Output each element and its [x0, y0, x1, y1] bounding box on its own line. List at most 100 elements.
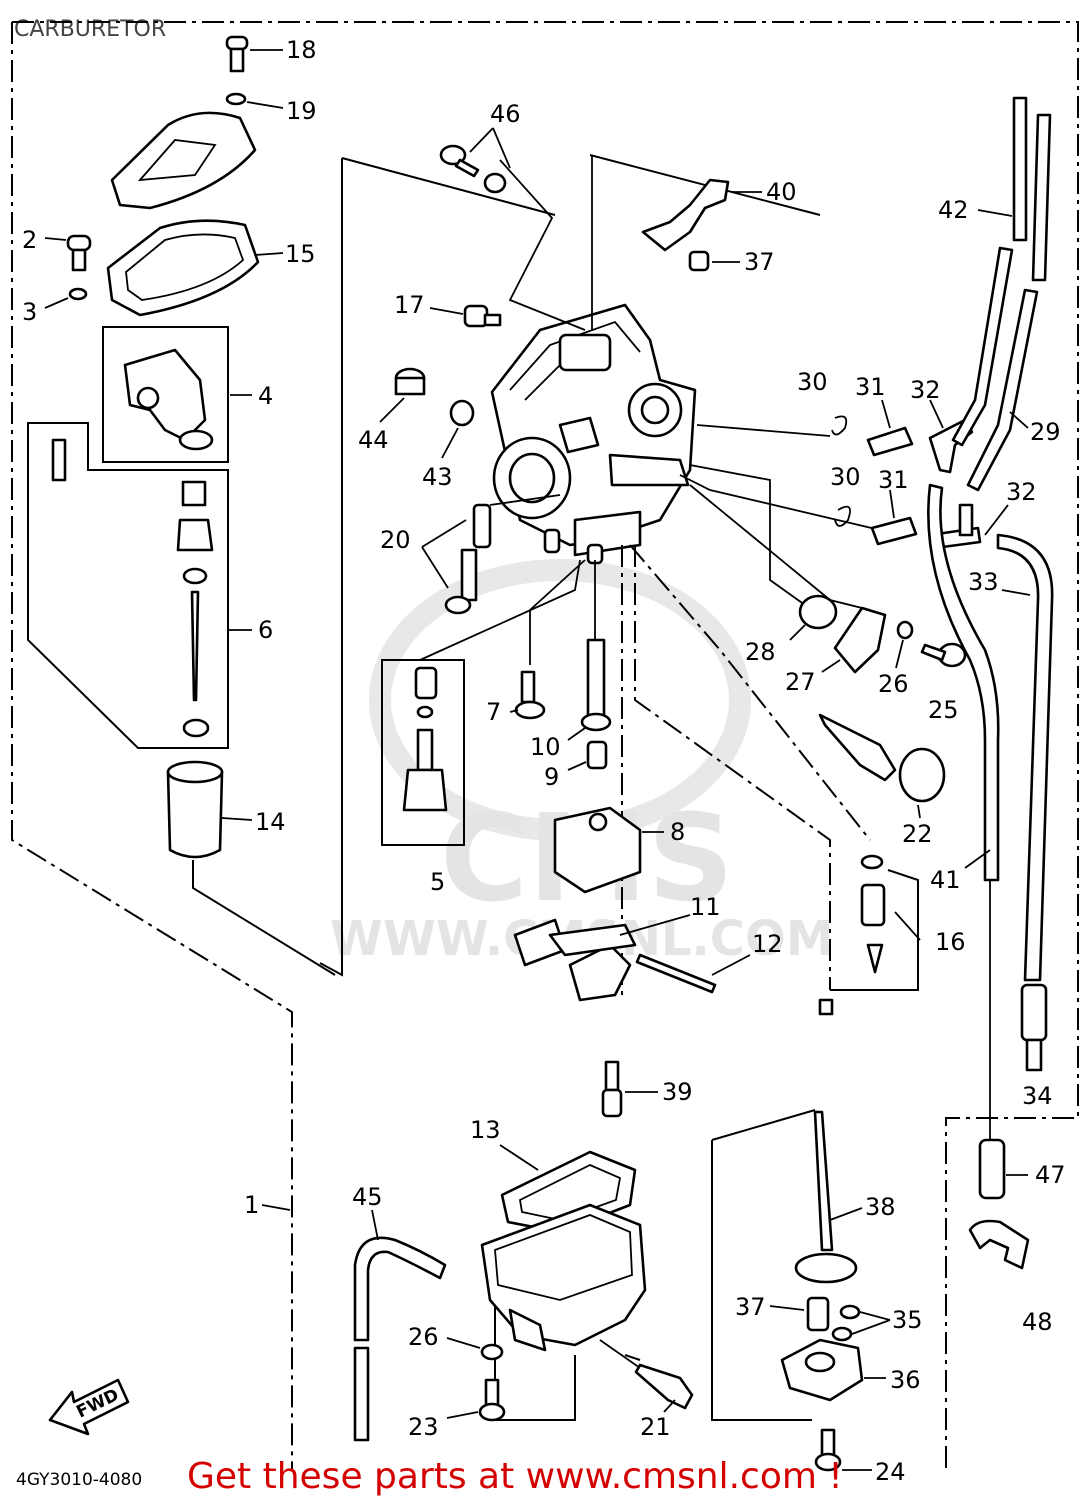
- callout-8: 8: [670, 818, 685, 846]
- part-14-throttle-valve: [166, 760, 253, 859]
- part-36-cover: [780, 1338, 886, 1402]
- part-26-washer-a: [895, 620, 914, 669]
- part-47-fitting: [978, 880, 1028, 1200]
- callout-1: 1: [244, 1191, 259, 1219]
- callout-40: 40: [766, 178, 797, 206]
- part-34-fitting: [1020, 983, 1048, 1072]
- callout-17: 17: [394, 291, 425, 319]
- callout-28: 28: [745, 638, 776, 666]
- callout-21: 21: [640, 1413, 671, 1441]
- part-28-o-ring: [789, 594, 838, 641]
- part-3-washer: [44, 287, 88, 309]
- callout-38: 38: [865, 1193, 896, 1221]
- part-17-screw: [429, 304, 502, 328]
- part-43-washer: [441, 399, 475, 459]
- part-48-clamp: [968, 1219, 1030, 1270]
- group-frame-drain: [711, 1109, 816, 1421]
- part-39-sensor: [601, 1060, 658, 1118]
- part-16-valve: [818, 854, 921, 1016]
- callout-35: 35: [892, 1306, 923, 1334]
- part-4-lever: [123, 348, 252, 451]
- callout-26-bottom: 26: [408, 1323, 439, 1351]
- callout-34: 34: [1022, 1082, 1053, 1110]
- part-45-hose: [353, 1209, 447, 1442]
- callout-20: 20: [380, 526, 411, 554]
- part-7-pilot-screw: [509, 670, 546, 720]
- part-12-pin: [635, 953, 751, 994]
- part-35-o-rings: [831, 1304, 891, 1342]
- callout-19: 19: [286, 97, 317, 125]
- callout-5: 5: [430, 868, 445, 896]
- part-21-drain-screw: [599, 1339, 694, 1413]
- part-6-needle: [51, 438, 252, 738]
- group-frame-16: [830, 869, 919, 991]
- callout-labels: 1 2 3 4 5 6 7 8 9 10 11 12 13 14 15 16 1…: [22, 36, 1066, 1486]
- group-frame-4: [102, 326, 229, 463]
- part-24-screw: [814, 1428, 872, 1472]
- part-38-needle: [794, 1110, 863, 1284]
- part-8-float-block: [553, 806, 664, 894]
- part-42-vent-hose: [977, 96, 1052, 282]
- part-2-screw: [44, 234, 92, 272]
- callout-41: 41: [930, 866, 961, 894]
- callout-4: 4: [258, 382, 273, 410]
- callout-32-top: 32: [910, 376, 941, 404]
- part-30-clip-a: [831, 415, 848, 436]
- part-26-washer-b: [446, 1337, 504, 1361]
- callout-3: 3: [22, 298, 37, 326]
- part-37-spring-top: [688, 250, 740, 272]
- callout-48: 48: [1022, 1308, 1053, 1336]
- callout-31-bottom: 31: [878, 466, 909, 494]
- callout-37-bottom: 37: [735, 1293, 766, 1321]
- callout-6: 6: [258, 616, 273, 644]
- callout-11: 11: [690, 893, 721, 921]
- part-31-joint-b: [870, 489, 918, 546]
- part-37-spring-bottom: [769, 1296, 830, 1332]
- callout-42: 42: [938, 196, 969, 224]
- callout-16: 16: [935, 928, 966, 956]
- callout-37-top: 37: [744, 248, 775, 276]
- callout-23: 23: [408, 1413, 439, 1441]
- part-41-drain-hose: [927, 483, 1000, 882]
- part-33-overflow-hose: [996, 533, 1054, 982]
- callout-12: 12: [752, 930, 783, 958]
- callout-47: 47: [1035, 1161, 1066, 1189]
- callout-32-bottom: 32: [1006, 478, 1037, 506]
- callout-14: 14: [255, 808, 286, 836]
- assembly-frame: [11, 21, 1079, 1470]
- part-9-main-jet: [567, 740, 608, 771]
- callout-9: 9: [544, 763, 559, 791]
- callout-36: 36: [890, 1366, 921, 1394]
- callout-44: 44: [358, 426, 389, 454]
- part-40-bracket: [641, 178, 762, 252]
- part-44-cap: [379, 367, 426, 423]
- callout-45: 45: [352, 1183, 383, 1211]
- part-46-screw-nut: [439, 127, 511, 194]
- callout-31-top: 31: [855, 373, 886, 401]
- group-frame-14: [192, 860, 336, 976]
- callout-24: 24: [875, 1458, 906, 1486]
- part-18-screw: [225, 35, 283, 73]
- callout-27: 27: [785, 668, 816, 696]
- callout-10: 10: [530, 733, 561, 761]
- forward-direction-arrow: FWD: [48, 1378, 130, 1436]
- part-15-gasket: [106, 219, 284, 317]
- leader-1: [261, 1204, 291, 1211]
- callout-7: 7: [486, 698, 501, 726]
- callout-30-bottom: 30: [830, 463, 861, 491]
- part-27-cover: [821, 606, 887, 674]
- callout-15: 15: [285, 240, 316, 268]
- carburetor-body: [490, 303, 697, 565]
- callout-13: 13: [470, 1116, 501, 1144]
- callout-18: 18: [286, 36, 317, 64]
- promo-link-text[interactable]: Get these parts at www.cmsnl.com !: [187, 1456, 843, 1497]
- callout-30-top: 30: [797, 368, 828, 396]
- part-29-vent-hose: [951, 246, 1039, 492]
- callout-26-top: 26: [878, 670, 909, 698]
- callout-46: 46: [490, 100, 521, 128]
- diagram-code: 4GY3010-4080: [16, 1470, 142, 1490]
- part-25-screw: [920, 642, 967, 668]
- diagram-title: CARBURETOR: [14, 17, 166, 42]
